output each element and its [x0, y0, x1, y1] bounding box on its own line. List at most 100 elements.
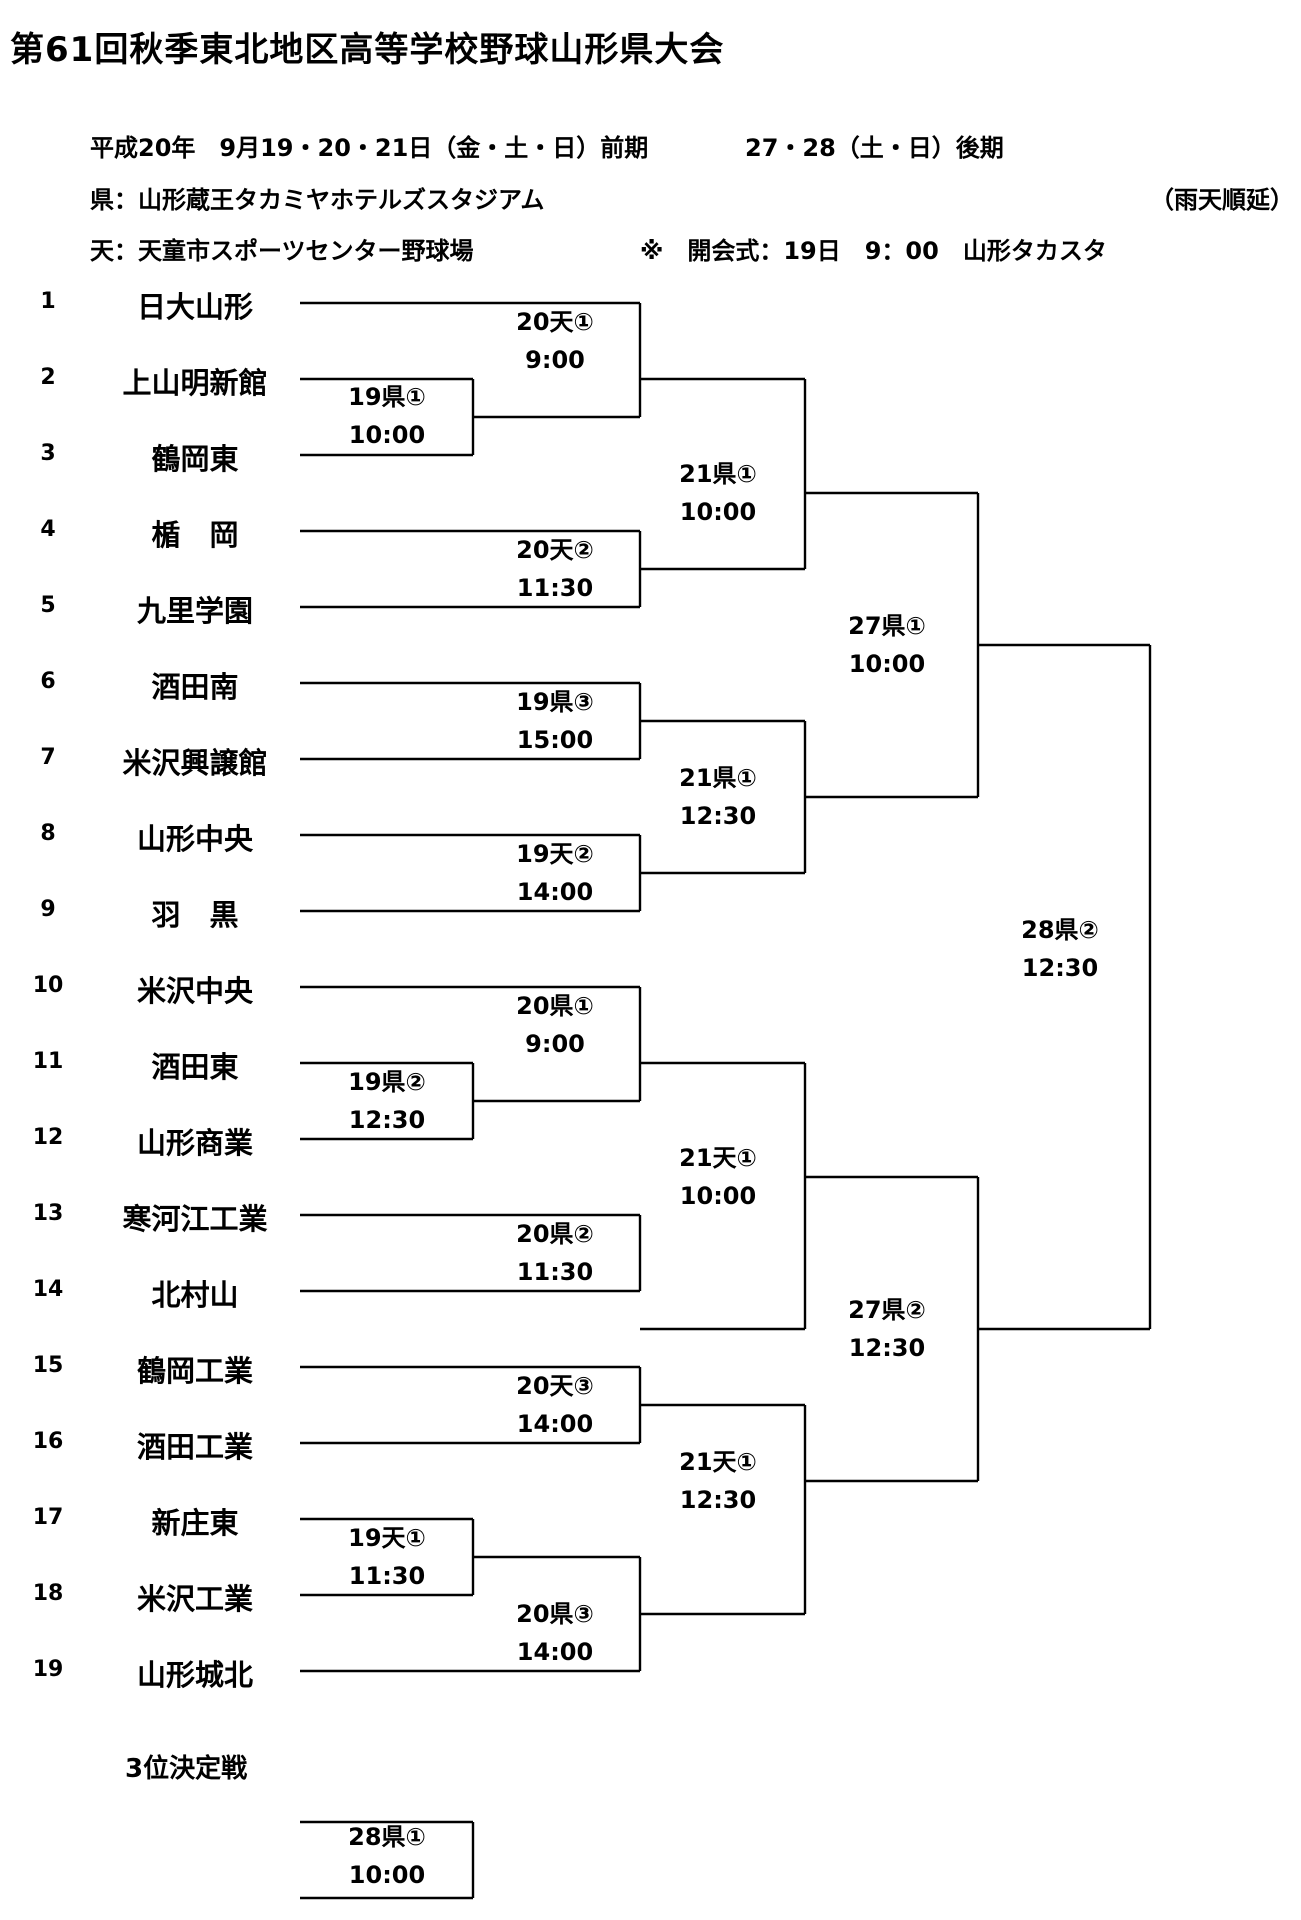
- match-time: 11:30: [516, 1258, 594, 1286]
- match-time: 11:30: [516, 574, 594, 602]
- match-venue: 21天①: [679, 1144, 757, 1172]
- match-venue: 27県①: [848, 612, 926, 640]
- team-seed-number: 2: [40, 365, 56, 390]
- match-label: 19天② 14:00: [480, 835, 630, 911]
- match-label: 27県② 12:30: [812, 1291, 962, 1367]
- match-time: 15:00: [516, 726, 594, 754]
- match-venue: 20県③: [516, 1600, 594, 1628]
- venue-ten: 天：天童市スポーツセンター野球場: [90, 237, 474, 265]
- team-name: 米沢中央: [136, 974, 253, 1008]
- team-name: 米沢興譲館: [122, 746, 268, 780]
- team-seed-number: 12: [32, 1125, 64, 1150]
- match-venue: 20天①: [516, 308, 594, 336]
- match-venue: 28県①: [348, 1823, 426, 1851]
- match-time: 11:30: [348, 1562, 426, 1590]
- team-name: 酒田工業: [136, 1430, 253, 1464]
- match-label: 19天① 11:30: [312, 1519, 462, 1595]
- match-time: 10:00: [848, 650, 926, 678]
- match-time: 14:00: [516, 878, 594, 906]
- match-venue: 21県①: [679, 460, 757, 488]
- match-venue: 21天①: [679, 1448, 757, 1476]
- third-place-heading: 3位決定戦: [125, 1754, 248, 1784]
- team-name: 九里学園: [136, 594, 253, 628]
- match-venue: 19天②: [516, 840, 594, 868]
- team-name: 米沢工業: [136, 1582, 253, 1616]
- schedule-second-period: 27・28（土・日）後期: [745, 134, 1004, 162]
- team-name: 日大山形: [136, 290, 253, 324]
- match-venue: 19県①: [348, 383, 426, 411]
- match-label: 21県① 10:00: [643, 455, 793, 531]
- match-time: 14:00: [516, 1410, 594, 1438]
- match-venue: 27県②: [848, 1296, 926, 1324]
- team-seed-number: 17: [32, 1505, 64, 1530]
- match-time: 12:30: [348, 1106, 426, 1134]
- team-name: 羽 黒: [151, 898, 239, 932]
- match-label: 19県② 12:30: [312, 1063, 462, 1139]
- match-label: 19県③ 15:00: [480, 683, 630, 759]
- team-name: 楯 岡: [151, 518, 239, 552]
- team-seed-number: 3: [40, 441, 56, 466]
- team-seed-number: 6: [40, 669, 56, 694]
- team-seed-number: 10: [32, 973, 64, 998]
- match-venue: 19天①: [348, 1524, 426, 1552]
- team-name: 山形中央: [136, 822, 253, 856]
- match-venue: 21県①: [679, 764, 757, 792]
- match-time: 9:00: [525, 1030, 585, 1058]
- team-seed-number: 13: [32, 1201, 64, 1226]
- match-label: 20県② 11:30: [480, 1215, 630, 1291]
- team-seed-number: 9: [40, 897, 56, 922]
- team-name: 鶴岡東: [151, 442, 239, 476]
- team-seed-number: 1: [40, 289, 56, 314]
- match-time: 10:00: [679, 498, 757, 526]
- team-seed-number: 19: [32, 1657, 64, 1682]
- match-time: 10:00: [348, 1861, 426, 1889]
- opening-ceremony-note: ※ 開会式：19日 9：00 山形タカスタ: [640, 237, 1107, 265]
- match-label: 20県③ 14:00: [480, 1595, 630, 1671]
- team-seed-number: 14: [32, 1277, 64, 1302]
- match-time: 12:30: [848, 1334, 926, 1362]
- team-name: 山形城北: [136, 1658, 253, 1692]
- match-time: 12:30: [679, 1486, 757, 1514]
- match-time: 10:00: [679, 1182, 757, 1210]
- match-label: 20天① 9:00: [480, 303, 630, 379]
- team-seed-number: 15: [32, 1353, 64, 1378]
- schedule-first-period: 平成20年 9月19・20・21日（金・土・日）前期: [90, 134, 649, 162]
- match-label: 28県② 12:30: [985, 911, 1135, 987]
- match-time: 10:00: [348, 421, 426, 449]
- match-time: 12:30: [679, 802, 757, 830]
- team-name: 鶴岡工業: [136, 1354, 253, 1388]
- match-label: 19県① 10:00: [312, 378, 462, 454]
- team-name: 酒田南: [151, 670, 239, 704]
- team-name: 上山明新館: [122, 366, 268, 400]
- match-time: 12:30: [1021, 954, 1099, 982]
- match-label: 21天① 12:30: [643, 1443, 793, 1519]
- match-venue: 20天②: [516, 536, 594, 564]
- rain-postpone-note: （雨天順延）: [1150, 186, 1294, 214]
- team-seed-number: 18: [32, 1581, 64, 1606]
- page-title: 第61回秋季東北地区高等学校野球山形県大会: [10, 30, 725, 70]
- match-venue: 19県③: [516, 688, 594, 716]
- match-label: 21天① 10:00: [643, 1139, 793, 1215]
- team-name: 山形商業: [136, 1126, 253, 1160]
- team-name: 新庄東: [151, 1506, 239, 1540]
- team-seed-number: 16: [32, 1429, 64, 1454]
- match-label: 21県① 12:30: [643, 759, 793, 835]
- third-place-match: 28県① 10:00: [312, 1818, 462, 1894]
- team-seed-number: 8: [40, 821, 56, 846]
- team-seed-number: 7: [40, 745, 56, 770]
- team-seed-number: 4: [40, 517, 56, 542]
- match-label: 20天② 11:30: [480, 531, 630, 607]
- team-name: 酒田東: [151, 1050, 239, 1084]
- match-venue: 20県②: [516, 1220, 594, 1248]
- match-venue: 19県②: [348, 1068, 426, 1096]
- match-time: 14:00: [516, 1638, 594, 1666]
- match-label: 27県① 10:00: [812, 607, 962, 683]
- venue-ken: 県：山形蔵王タカミヤホテルズスタジアム: [90, 186, 545, 214]
- team-seed-number: 11: [32, 1049, 64, 1074]
- team-seed-number: 5: [40, 593, 56, 618]
- match-venue: 28県②: [1021, 916, 1099, 944]
- match-time: 9:00: [525, 346, 585, 374]
